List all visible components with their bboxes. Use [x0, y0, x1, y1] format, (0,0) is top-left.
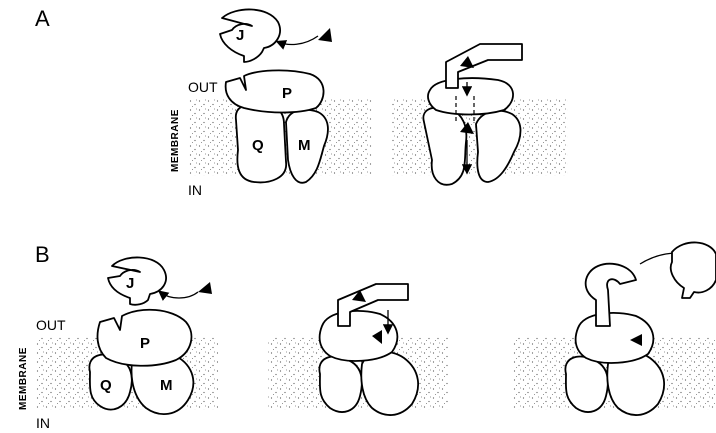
subunit-label-m: M: [298, 137, 311, 154]
subunit-label-p: P: [140, 335, 150, 352]
out-label-a: OUT: [188, 79, 218, 95]
membrane-label-a: MEMBRANE: [170, 109, 181, 172]
in-label-b: IN: [36, 415, 50, 431]
subunit-label-j: J: [236, 27, 244, 44]
subunit-label-q: Q: [100, 377, 112, 394]
protein-j: J: [220, 9, 280, 62]
panel-b: B OUT MEMBRANE IN J P Q M: [18, 242, 716, 431]
protein-j: J: [108, 257, 166, 304]
release-arrow: [160, 292, 198, 298]
out-label-b: OUT: [36, 317, 66, 333]
subunit-label-p: P: [282, 85, 292, 102]
release-arrow: [278, 36, 318, 44]
ligand-triangle: [198, 282, 212, 294]
protein-j-released: [671, 242, 716, 298]
ligand-triangle: [318, 28, 332, 42]
in-label-a: IN: [188, 182, 202, 198]
subunit-label-j: J: [126, 275, 134, 292]
panel-a: A OUT MEMBRANE IN J P Q M: [35, 6, 568, 198]
transporter-complex-releasing: [565, 264, 664, 415]
panel-label-b: B: [35, 242, 50, 267]
subunit-label-q: Q: [252, 137, 264, 154]
transporter-complex: P Q M: [89, 310, 193, 414]
membrane-label-b: MEMBRANE: [18, 347, 29, 410]
panel-label-a: A: [35, 6, 50, 31]
transporter-complex: P Q M: [226, 70, 328, 182]
subunit-label-m: M: [160, 377, 173, 394]
